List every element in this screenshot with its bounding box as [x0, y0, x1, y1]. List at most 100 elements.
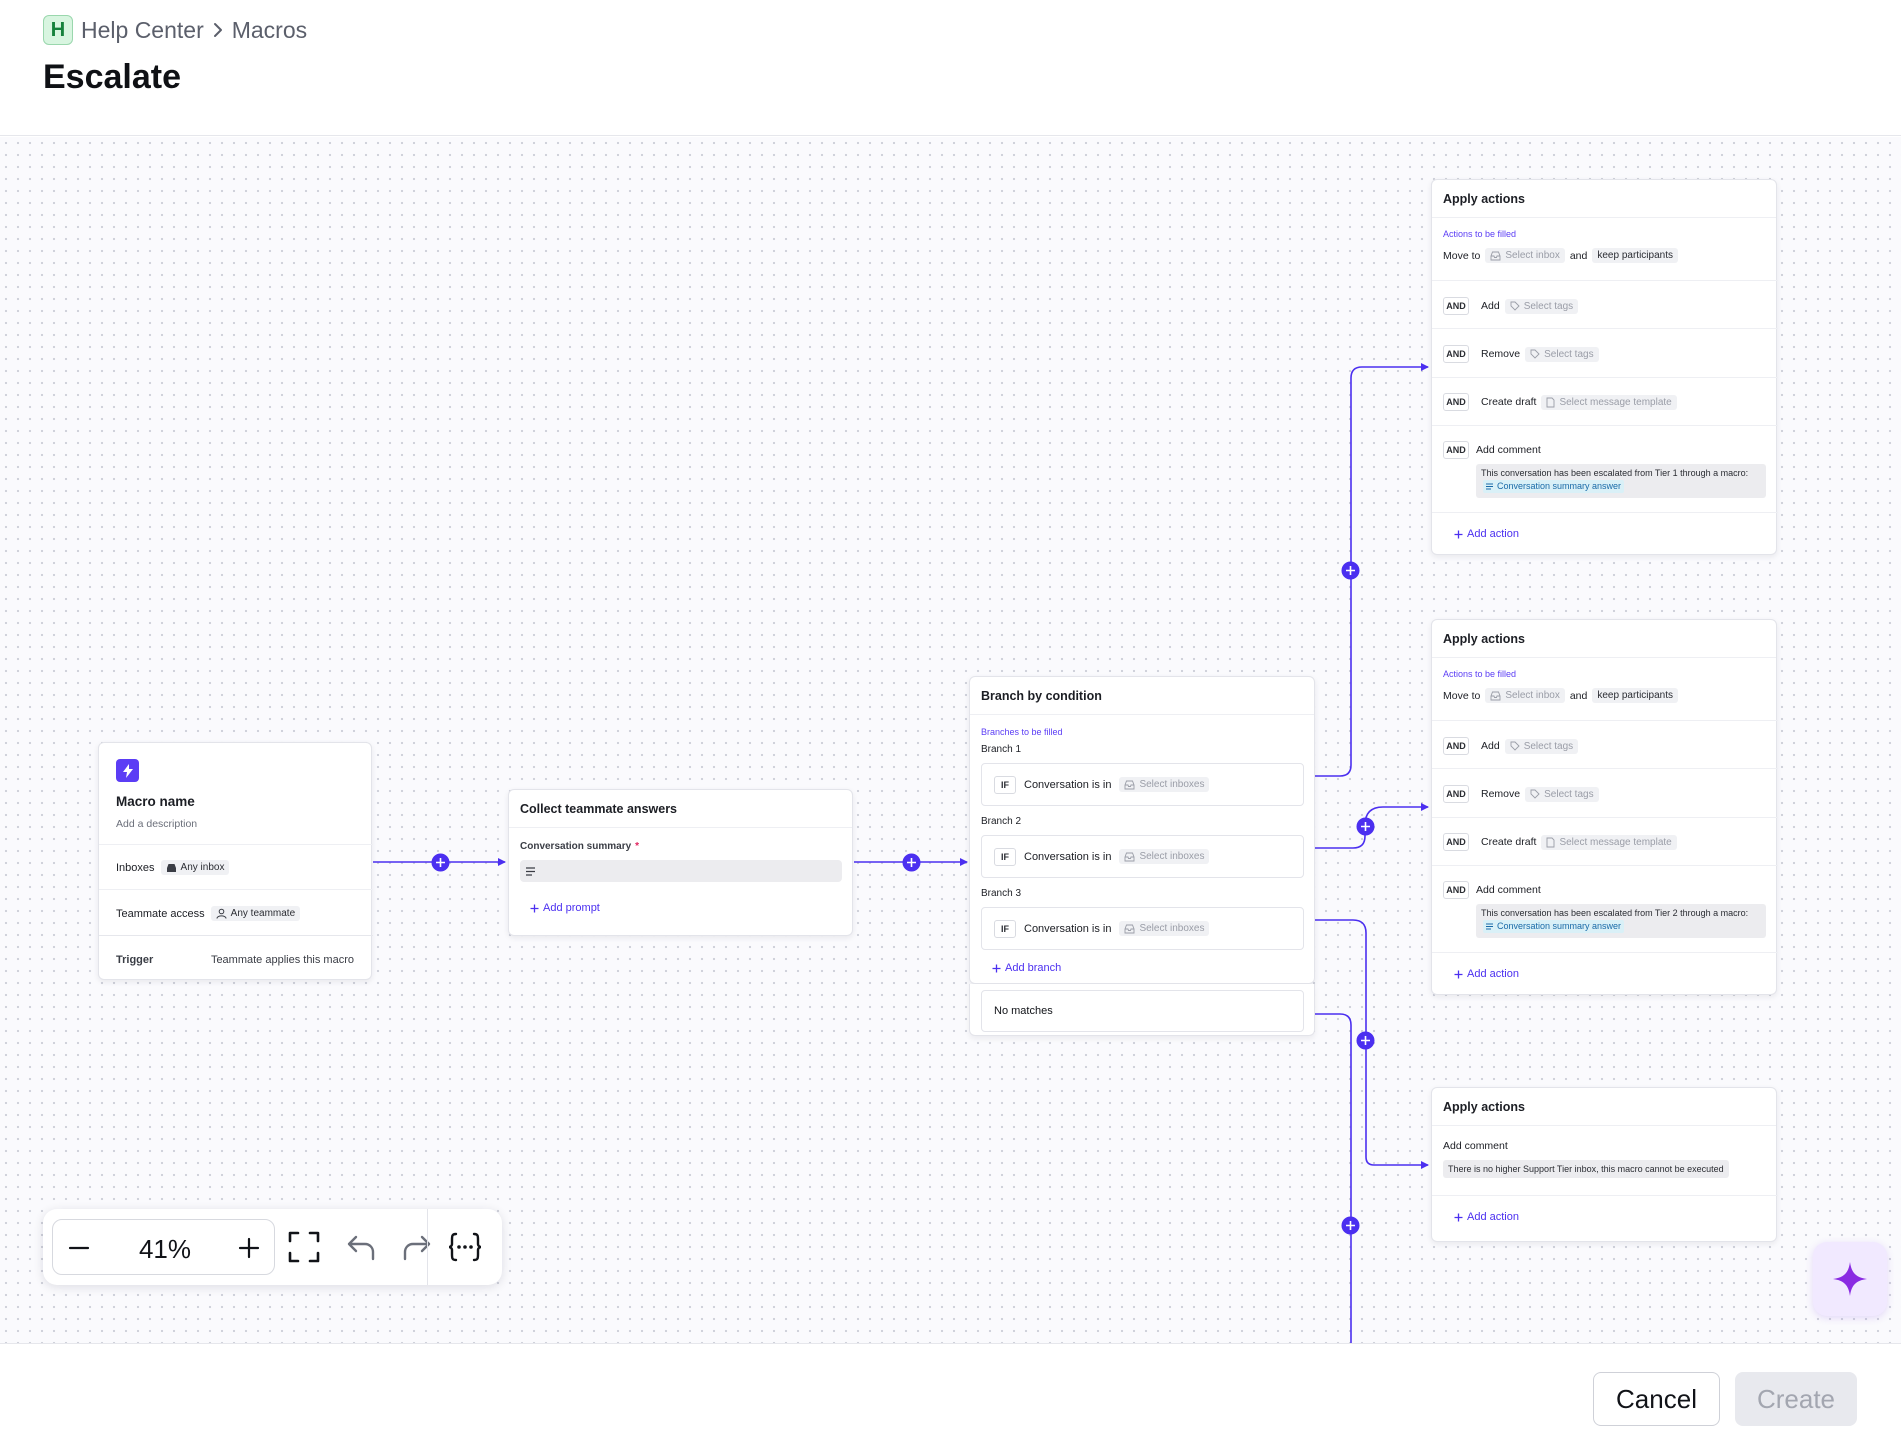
and-tag: AND: [1443, 345, 1469, 363]
teammate-access-chip[interactable]: Any teammate: [210, 906, 301, 921]
create-draft-label: Create draft: [1481, 836, 1537, 848]
variables-icon: [448, 1232, 482, 1262]
select-tags-chip[interactable]: Select tags: [1525, 346, 1599, 362]
divider: [1432, 720, 1778, 721]
divider: [99, 935, 373, 936]
plus-icon: [1454, 1213, 1463, 1221]
add-prompt-button[interactable]: Add prompt: [530, 902, 600, 914]
remove-tags-action[interactable]: AND Remove Select tags: [1443, 345, 1599, 363]
inbox-icon: [1490, 251, 1501, 260]
add-step-button[interactable]: [1341, 561, 1360, 585]
branch-condition[interactable]: IF Conversation is in Select inboxes: [981, 763, 1304, 806]
variable-chip[interactable]: Conversation summary answer: [1483, 480, 1625, 493]
tag-icon: [1510, 741, 1520, 751]
fit-screen-button[interactable]: [286, 1229, 322, 1265]
select-tags-chip[interactable]: Select tags: [1504, 738, 1579, 754]
plus-icon: [530, 904, 539, 912]
add-comment-action[interactable]: AND Add comment: [1443, 881, 1541, 899]
apply-actions-node[interactable]: Apply actions Add comment There is no hi…: [1431, 1087, 1778, 1242]
select-tags-chip[interactable]: Select tags: [1525, 786, 1599, 802]
undo-button[interactable]: [343, 1229, 379, 1265]
comment-field[interactable]: This conversation has been escalated fro…: [1476, 904, 1766, 938]
teammate-access-row[interactable]: Teammate access Any teammate: [116, 906, 301, 921]
add-action-button[interactable]: Add action: [1454, 528, 1519, 540]
inbox-icon: [1124, 780, 1135, 789]
variables-button[interactable]: [445, 1229, 485, 1265]
macro-node[interactable]: Macro name Add a description Inboxes Any…: [98, 742, 373, 980]
help-center-logo[interactable]: H: [43, 15, 73, 45]
page-title: Escalate: [43, 58, 181, 96]
select-inbox-chip[interactable]: Select inbox: [1485, 688, 1565, 703]
create-button[interactable]: Create: [1735, 1372, 1857, 1426]
divider: [99, 889, 373, 890]
add-label: Add: [1481, 740, 1500, 752]
select-inboxes-chip[interactable]: Select inboxes: [1119, 777, 1210, 792]
select-tags-chip[interactable]: Select tags: [1504, 298, 1579, 314]
conversation-summary-label: Conversation summary: [520, 841, 632, 852]
add-comment-action[interactable]: AND Add comment: [1443, 441, 1541, 459]
flow-canvas[interactable]: Macro name Add a description Inboxes Any…: [0, 137, 1901, 1343]
macro-name[interactable]: Macro name: [116, 794, 195, 809]
plus-icon: [992, 964, 1001, 972]
add-tags-action[interactable]: AND Add Select tags: [1443, 737, 1579, 755]
branch-node[interactable]: Branch by condition Branches to be fille…: [969, 676, 1315, 984]
inboxes-chip[interactable]: Any inbox: [160, 860, 230, 875]
no-matches-branch[interactable]: No matches: [981, 990, 1304, 1032]
zoom-in-button[interactable]: [233, 1232, 265, 1264]
select-template-chip[interactable]: Select message template: [1541, 834, 1677, 850]
add-tags-action[interactable]: AND Add Select tags: [1443, 297, 1579, 315]
breadcrumb-macros[interactable]: Macros: [231, 16, 308, 43]
keep-participants-chip[interactable]: keep participants: [1592, 688, 1678, 703]
select-template-label: Select message template: [1559, 836, 1672, 848]
add-branch-button[interactable]: Add branch: [992, 962, 1061, 974]
move-to-action[interactable]: Move to Select inbox and keep participan…: [1443, 688, 1678, 703]
and-tag: AND: [1443, 441, 1469, 459]
select-inboxes-chip[interactable]: Select inboxes: [1119, 849, 1210, 864]
add-step-button[interactable]: [431, 853, 450, 877]
select-inboxes-label: Select inboxes: [1139, 923, 1205, 934]
apply-actions-node[interactable]: Apply actions Actions to be filled Move …: [1431, 179, 1778, 555]
divider: [1432, 952, 1778, 953]
footer: Cancel Create: [0, 1343, 1901, 1440]
add-action-button[interactable]: Add action: [1454, 1211, 1519, 1223]
select-template-chip[interactable]: Select message template: [1541, 394, 1677, 410]
redo-button[interactable]: [399, 1229, 435, 1265]
add-step-button[interactable]: [1356, 817, 1375, 841]
zoom-level: 41%: [138, 1234, 192, 1264]
move-to-action[interactable]: Move to Select inbox and keep participan…: [1443, 248, 1678, 263]
add-comment-label: Add comment: [1476, 884, 1541, 896]
breadcrumb-help-center[interactable]: Help Center: [81, 16, 204, 43]
add-step-button[interactable]: [902, 853, 921, 877]
add-action-button[interactable]: Add action: [1454, 968, 1519, 980]
zoom-out-button[interactable]: [63, 1232, 95, 1264]
cancel-button[interactable]: Cancel: [1593, 1372, 1720, 1426]
plus-icon: [1454, 970, 1463, 978]
macro-description[interactable]: Add a description: [116, 818, 198, 830]
conversation-summary-input[interactable]: [520, 860, 842, 882]
remove-tags-action[interactable]: AND Remove Select tags: [1443, 785, 1599, 803]
and-tag: AND: [1443, 297, 1469, 315]
condition-text: Conversation is in: [1024, 922, 1112, 935]
add-step-button[interactable]: [1356, 1031, 1375, 1055]
branch-condition[interactable]: IF Conversation is in Select inboxes: [981, 835, 1304, 878]
select-template-label: Select message template: [1559, 396, 1672, 408]
collect-answers-node[interactable]: Collect teammate answers Conversation su…: [508, 789, 853, 936]
branch-condition[interactable]: IF Conversation is in Select inboxes: [981, 907, 1304, 950]
create-draft-action[interactable]: AND Create draft Select message template: [1443, 833, 1677, 851]
select-inboxes-chip[interactable]: Select inboxes: [1119, 921, 1210, 936]
add-step-button[interactable]: [1341, 1216, 1360, 1240]
comment-field[interactable]: There is no higher Support Tier inbox, t…: [1443, 1160, 1729, 1178]
comment-text: This conversation has been escalated fro…: [1481, 908, 1749, 918]
variable-chip[interactable]: Conversation summary answer: [1483, 920, 1625, 933]
tag-icon: [1510, 301, 1520, 311]
keep-participants-chip[interactable]: keep participants: [1592, 248, 1678, 263]
minus-icon: [68, 1246, 90, 1250]
apply-actions-node[interactable]: Apply actions Actions to be filled Move …: [1431, 619, 1778, 995]
trigger-value[interactable]: Teammate applies this macro: [210, 954, 354, 966]
comment-field[interactable]: This conversation has been escalated fro…: [1476, 464, 1766, 498]
ai-assistant-button[interactable]: [1813, 1242, 1887, 1316]
inboxes-row[interactable]: Inboxes Any inbox: [116, 860, 230, 875]
create-draft-action[interactable]: AND Create draft Select message template: [1443, 393, 1677, 411]
select-inbox-chip[interactable]: Select inbox: [1485, 248, 1565, 263]
zoom-control: 41%: [52, 1219, 275, 1275]
